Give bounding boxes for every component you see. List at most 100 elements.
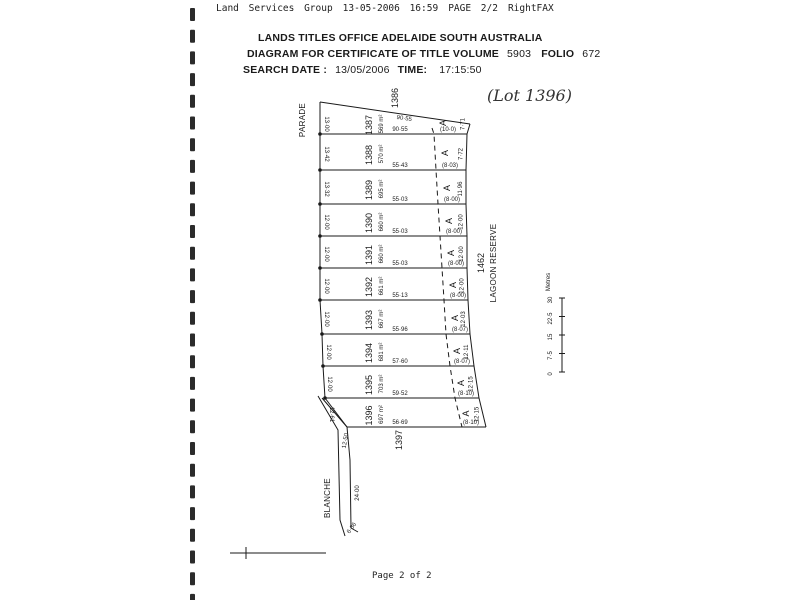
binding-hole (190, 246, 195, 260)
easement-marker: A (438, 120, 448, 126)
binding-hole (190, 311, 195, 325)
lot-number: 1392 (364, 277, 374, 297)
lot-frontage: 12·00 (323, 278, 329, 294)
binding-hole (190, 593, 195, 600)
survey-node (318, 202, 322, 206)
adjacent-lot-north: 1386 (390, 88, 400, 108)
binding-hole (190, 8, 195, 21)
search-date-label: SEARCH DATE : (243, 64, 328, 76)
lot-depth: 55·96 (392, 327, 408, 333)
north-top-depth: 90·55 (396, 115, 413, 123)
binding-hole (190, 572, 195, 586)
scale-tick-label: 7·5 (548, 351, 554, 360)
lot-number: 1389 (364, 180, 374, 200)
search-time-label: TIME: (397, 64, 428, 76)
easement-marker: A (444, 218, 454, 224)
scale-unit: Metres (546, 273, 552, 291)
easement-marker: A (446, 250, 456, 256)
lot-area: 570 m² (379, 145, 385, 164)
lot-frontage: 12·00 (326, 376, 332, 392)
diagram-folio-label: FOLIO (541, 48, 575, 60)
binding-hole (190, 376, 195, 390)
survey-node (318, 168, 322, 172)
easement-width: (8·00) (450, 293, 466, 299)
easement-line (431, 127, 463, 428)
lot-frontage: 13·00 (323, 116, 329, 132)
lot-number: 1391 (364, 245, 374, 265)
lot-rear-width: 12·15 (469, 376, 475, 392)
lot-depth: 55·03 (392, 197, 408, 203)
lot-area: 660 m² (379, 245, 385, 264)
fax-datetime: 13-05-2006 16:59 (342, 3, 439, 14)
lot-number: 1393 (364, 310, 374, 330)
adjacent-lot-south: 1397 (394, 430, 404, 450)
blanche-frontage (321, 397, 359, 533)
binding-hole (190, 268, 195, 282)
binding-hole (190, 507, 195, 521)
diagram-label: DIAGRAM FOR CERTIFICATE OF TITLE VOLUME (247, 48, 500, 60)
easement-marker: A (450, 315, 460, 321)
page-footer: Page 2 of 2 (372, 571, 432, 581)
lot-number: 1396 (364, 405, 374, 425)
scale-tick-label: 0 (548, 372, 554, 376)
binding-hole (190, 159, 195, 173)
lot-depth: 56·69 (392, 420, 408, 426)
easement-width: (8·03) (442, 163, 458, 169)
binding-hole (190, 29, 195, 43)
binding-hole (190, 116, 195, 130)
lot-depth: 55·13 (392, 293, 408, 299)
binding-hole (190, 528, 195, 542)
easement-width: (8·00) (448, 261, 464, 267)
lot-rear-width: 7·72 (459, 147, 465, 160)
boundary-north (319, 101, 471, 125)
fax-sender: Land Services Group (216, 3, 333, 14)
easement-width: (8·07) (454, 359, 470, 365)
lot-frontage: 12·00 (325, 344, 331, 360)
binding-holes (190, 8, 195, 600)
lot-frontage: 12·61 (328, 407, 334, 423)
lot-area: 660 m² (379, 213, 385, 232)
binding-hole (190, 290, 195, 304)
binding-hole (190, 94, 195, 108)
easement-width: (8·10) (463, 420, 479, 426)
binding-hole (190, 225, 195, 238)
diagram-folio: 672 (582, 48, 601, 60)
easement-width: (8·00) (446, 229, 462, 235)
binding-hole (190, 550, 195, 564)
lot-rear-width: 12·00 (459, 246, 465, 262)
diagram-volume: 5903 (507, 48, 532, 60)
lot-depth: 55·03 (392, 229, 408, 235)
lot-rear-width: 12·00 (459, 214, 465, 230)
survey-node (318, 234, 322, 238)
lot-depth: 90·55 (392, 127, 408, 133)
binding-hole (190, 463, 195, 477)
lot-area: 697 m² (379, 405, 385, 424)
lot-number: 1394 (364, 343, 374, 363)
lot-number: 1387 (364, 115, 374, 135)
fax-service: RightFAX (507, 3, 554, 14)
lot-frontage: 13·42 (323, 146, 329, 162)
handwritten-note: (Lot 1396) (487, 86, 572, 105)
lagoon-reserve-lot: 1462 (476, 253, 486, 273)
blanche-dim: 24·00 (355, 485, 361, 501)
lot-number: 1388 (364, 145, 374, 165)
search-date: 13/05/2006 (335, 64, 390, 76)
lot-area: 695 m² (379, 180, 385, 199)
easement-marker: A (448, 282, 458, 288)
easement-width: (10·0) (440, 127, 456, 133)
survey-node (320, 332, 324, 336)
binding-hole (190, 485, 195, 499)
easement-marker: A (461, 410, 471, 416)
lot-depth: 55·03 (392, 261, 408, 267)
binding-hole (190, 203, 195, 217)
easement-width: (8·10) (458, 391, 474, 397)
survey-node (323, 396, 327, 400)
lot-rear-width: 12·15 (475, 406, 481, 422)
survey-node (318, 298, 322, 302)
lot-area: 667 m² (379, 310, 385, 329)
lot-rear-width: 12·03 (461, 311, 467, 327)
easement-marker: A (452, 348, 462, 354)
